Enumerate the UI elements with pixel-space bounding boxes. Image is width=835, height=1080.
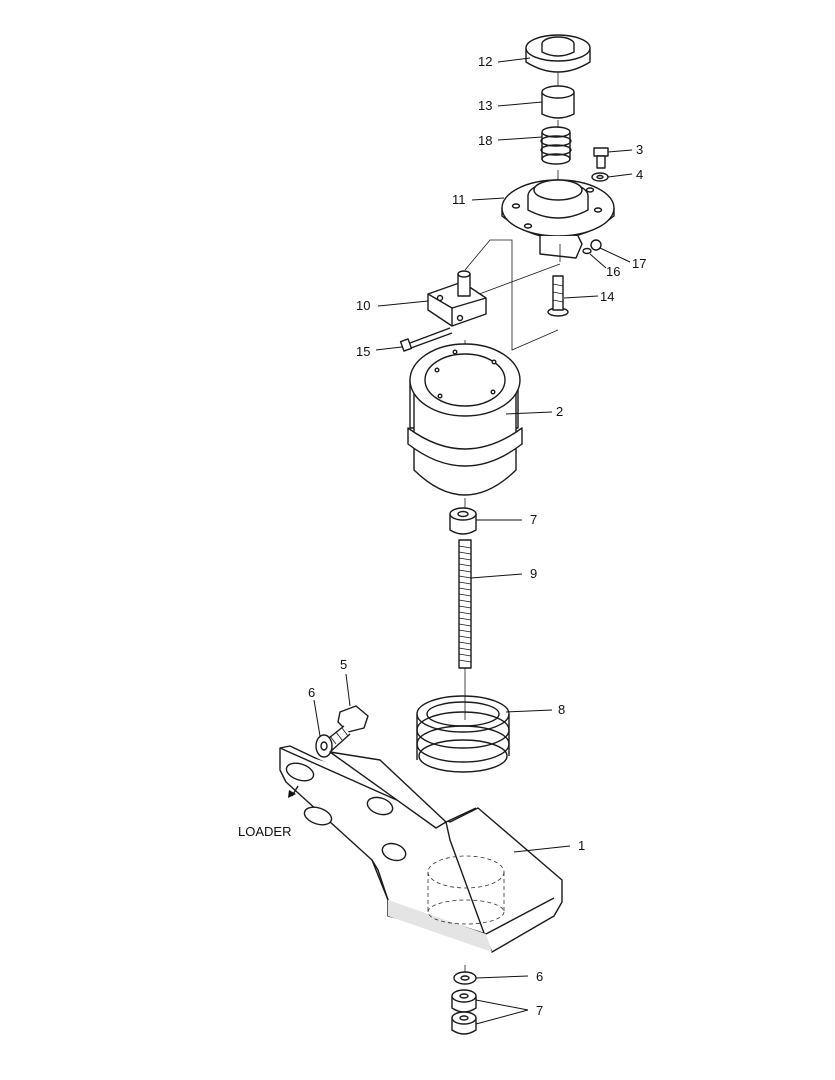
part-9-threaded-rod (458, 539, 472, 669)
callout-16: 16 (606, 264, 620, 279)
part-5-bolt (323, 705, 369, 753)
part-6-washer-lower (453, 971, 477, 985)
callout-12: 12 (478, 54, 492, 69)
part-13-spacer (541, 85, 575, 119)
callout-4: 4 (636, 167, 643, 182)
callout-10: 10 (356, 298, 370, 313)
callout-18: 18 (478, 133, 492, 148)
part-7-nut-lower-b (451, 1011, 477, 1035)
part-18-spring (540, 126, 572, 165)
loader-arrow-icon (288, 785, 299, 798)
callout-11: 11 (452, 192, 466, 207)
callout-labels: 12 13 18 3 4 11 17 16 14 10 15 2 7 9 5 6… (238, 54, 646, 1018)
part-12-cap (525, 34, 591, 73)
part-7-nut-lower-a (451, 989, 477, 1013)
callout-7-lower: 7 (536, 1003, 543, 1018)
callout-2: 2 (556, 404, 563, 419)
leader-lines (313, 57, 633, 1025)
part-15-screw (399, 327, 453, 352)
part-17-nut (590, 239, 602, 251)
callout-17: 17 (632, 256, 646, 271)
callout-13: 13 (478, 98, 492, 113)
loader-direction-label: LOADER (238, 824, 291, 839)
callout-6-lower: 6 (536, 969, 543, 984)
callout-8: 8 (558, 702, 565, 717)
callout-9: 9 (530, 566, 537, 581)
part-6-washer-upper (315, 734, 333, 758)
part-16-washer (582, 247, 592, 255)
callout-15: 15 (356, 344, 370, 359)
callout-3: 3 (636, 142, 643, 157)
callout-1: 1 (578, 838, 585, 853)
callout-14: 14 (600, 289, 614, 304)
callout-7-upper: 7 (530, 512, 537, 527)
callout-5: 5 (340, 657, 347, 672)
part-11-flange (501, 179, 615, 262)
part-1-bracket (279, 745, 563, 953)
part-3-bolt (593, 147, 609, 169)
part-2-housing (407, 343, 523, 496)
part-10-switch (427, 270, 487, 327)
assembly-guide-lines (464, 239, 561, 351)
part-14-screw (547, 275, 569, 317)
part-8-coil-spring (416, 695, 510, 773)
part-4-washer (591, 172, 609, 182)
callout-6-upper: 6 (308, 685, 315, 700)
part-7-nut-upper (449, 507, 477, 535)
